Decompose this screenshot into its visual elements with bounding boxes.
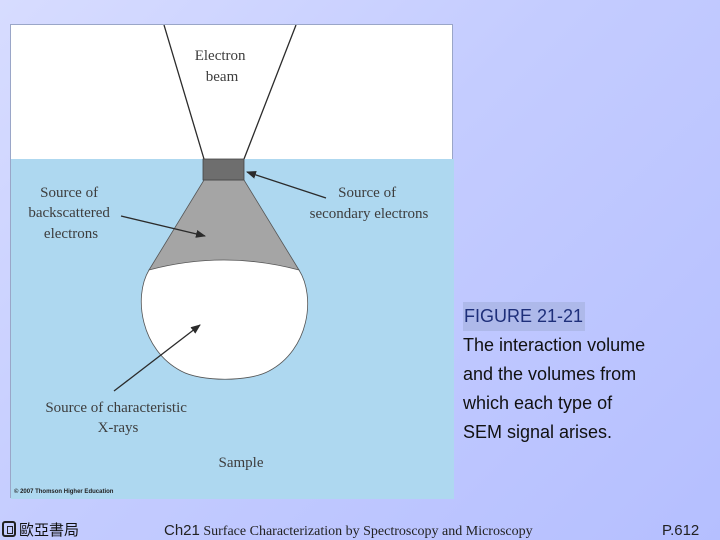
label-sample: Sample [219, 455, 264, 471]
label-backscattered: Source of backscattered electrons [28, 185, 113, 242]
arrow-xray [113, 324, 201, 392]
label-secondary: Source of secondary electrons [310, 185, 429, 222]
figure-caption: FIGURE 21-21 The interaction volume and … [463, 302, 713, 447]
label-electron-beam: Electron beam [195, 48, 250, 85]
xray-region [140, 259, 309, 380]
arrow-secondary [246, 171, 327, 199]
caption-line: which each type of [463, 393, 613, 413]
beam-edge-right [243, 25, 297, 160]
publisher-logo-icon [2, 521, 16, 537]
arrow-backscattered [120, 215, 206, 238]
interaction-volume-diagram: Electron beam Source of backscattered el… [11, 25, 454, 499]
figure-credit: © 2007 Thomson Higher Education [14, 489, 114, 495]
publisher-mark: 歐亞書局 [2, 519, 79, 539]
beam-edge-left [163, 25, 205, 160]
caption-title: FIGURE 21-21 [463, 302, 586, 331]
chapter-number: Ch21 [164, 522, 200, 539]
chapter-title: Surface Characterization by Spectroscopy… [203, 524, 533, 539]
publisher-name: 歐亞書局 [19, 520, 80, 539]
caption-line: and the volumes from [463, 364, 637, 384]
secondary-region [202, 158, 245, 181]
label-xray: Source of characteristic X-rays [45, 400, 190, 436]
caption-line: The interaction volume [463, 335, 646, 355]
chapter-footer: Ch21 Surface Characterization by Spectro… [164, 522, 533, 540]
page-number: P.612 [662, 522, 700, 539]
caption-line: SEM signal arises. [463, 422, 613, 442]
sem-interaction-figure: Electron beam Source of backscattered el… [10, 24, 454, 499]
